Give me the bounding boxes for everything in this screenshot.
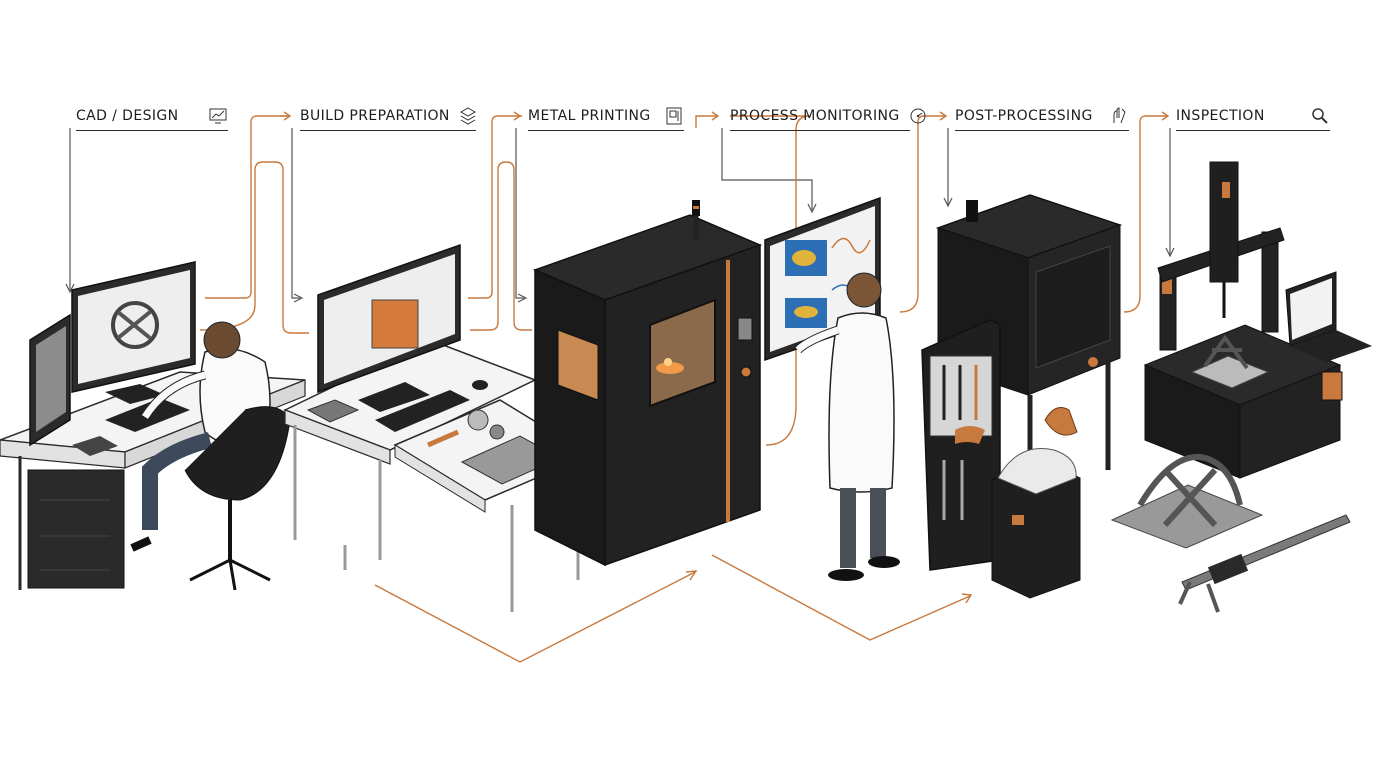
- hand-tools-icon: [1109, 106, 1129, 126]
- magnifier-icon: [1310, 106, 1330, 126]
- stage-label-post: POST-PROCESSING: [955, 104, 1129, 131]
- metal-printer: [532, 200, 763, 567]
- printer-machine-icon: [664, 106, 684, 126]
- cmm-inspection-machine: [1110, 161, 1372, 613]
- build-prep-desk: [283, 243, 592, 612]
- stage-label-cad: CAD / DESIGN: [76, 104, 228, 131]
- monitoring-technician: [794, 272, 900, 581]
- gauge-icon: [908, 106, 928, 126]
- stage-label-print: METAL PRINTING: [528, 104, 684, 131]
- cad-engineer: [130, 321, 291, 591]
- stage-label-build: BUILD PREPARATION: [300, 104, 476, 131]
- layers-cube-icon: [458, 106, 478, 126]
- tool-cart: [921, 319, 1081, 599]
- monitor-chart-icon: [208, 106, 228, 126]
- flow-arrows: [199, 111, 1170, 663]
- stage-label-inspect: INSPECTION: [1176, 104, 1330, 131]
- stage-label-monitor: PROCESS MONITORING: [730, 104, 926, 131]
- stage-connectors: [65, 128, 1175, 303]
